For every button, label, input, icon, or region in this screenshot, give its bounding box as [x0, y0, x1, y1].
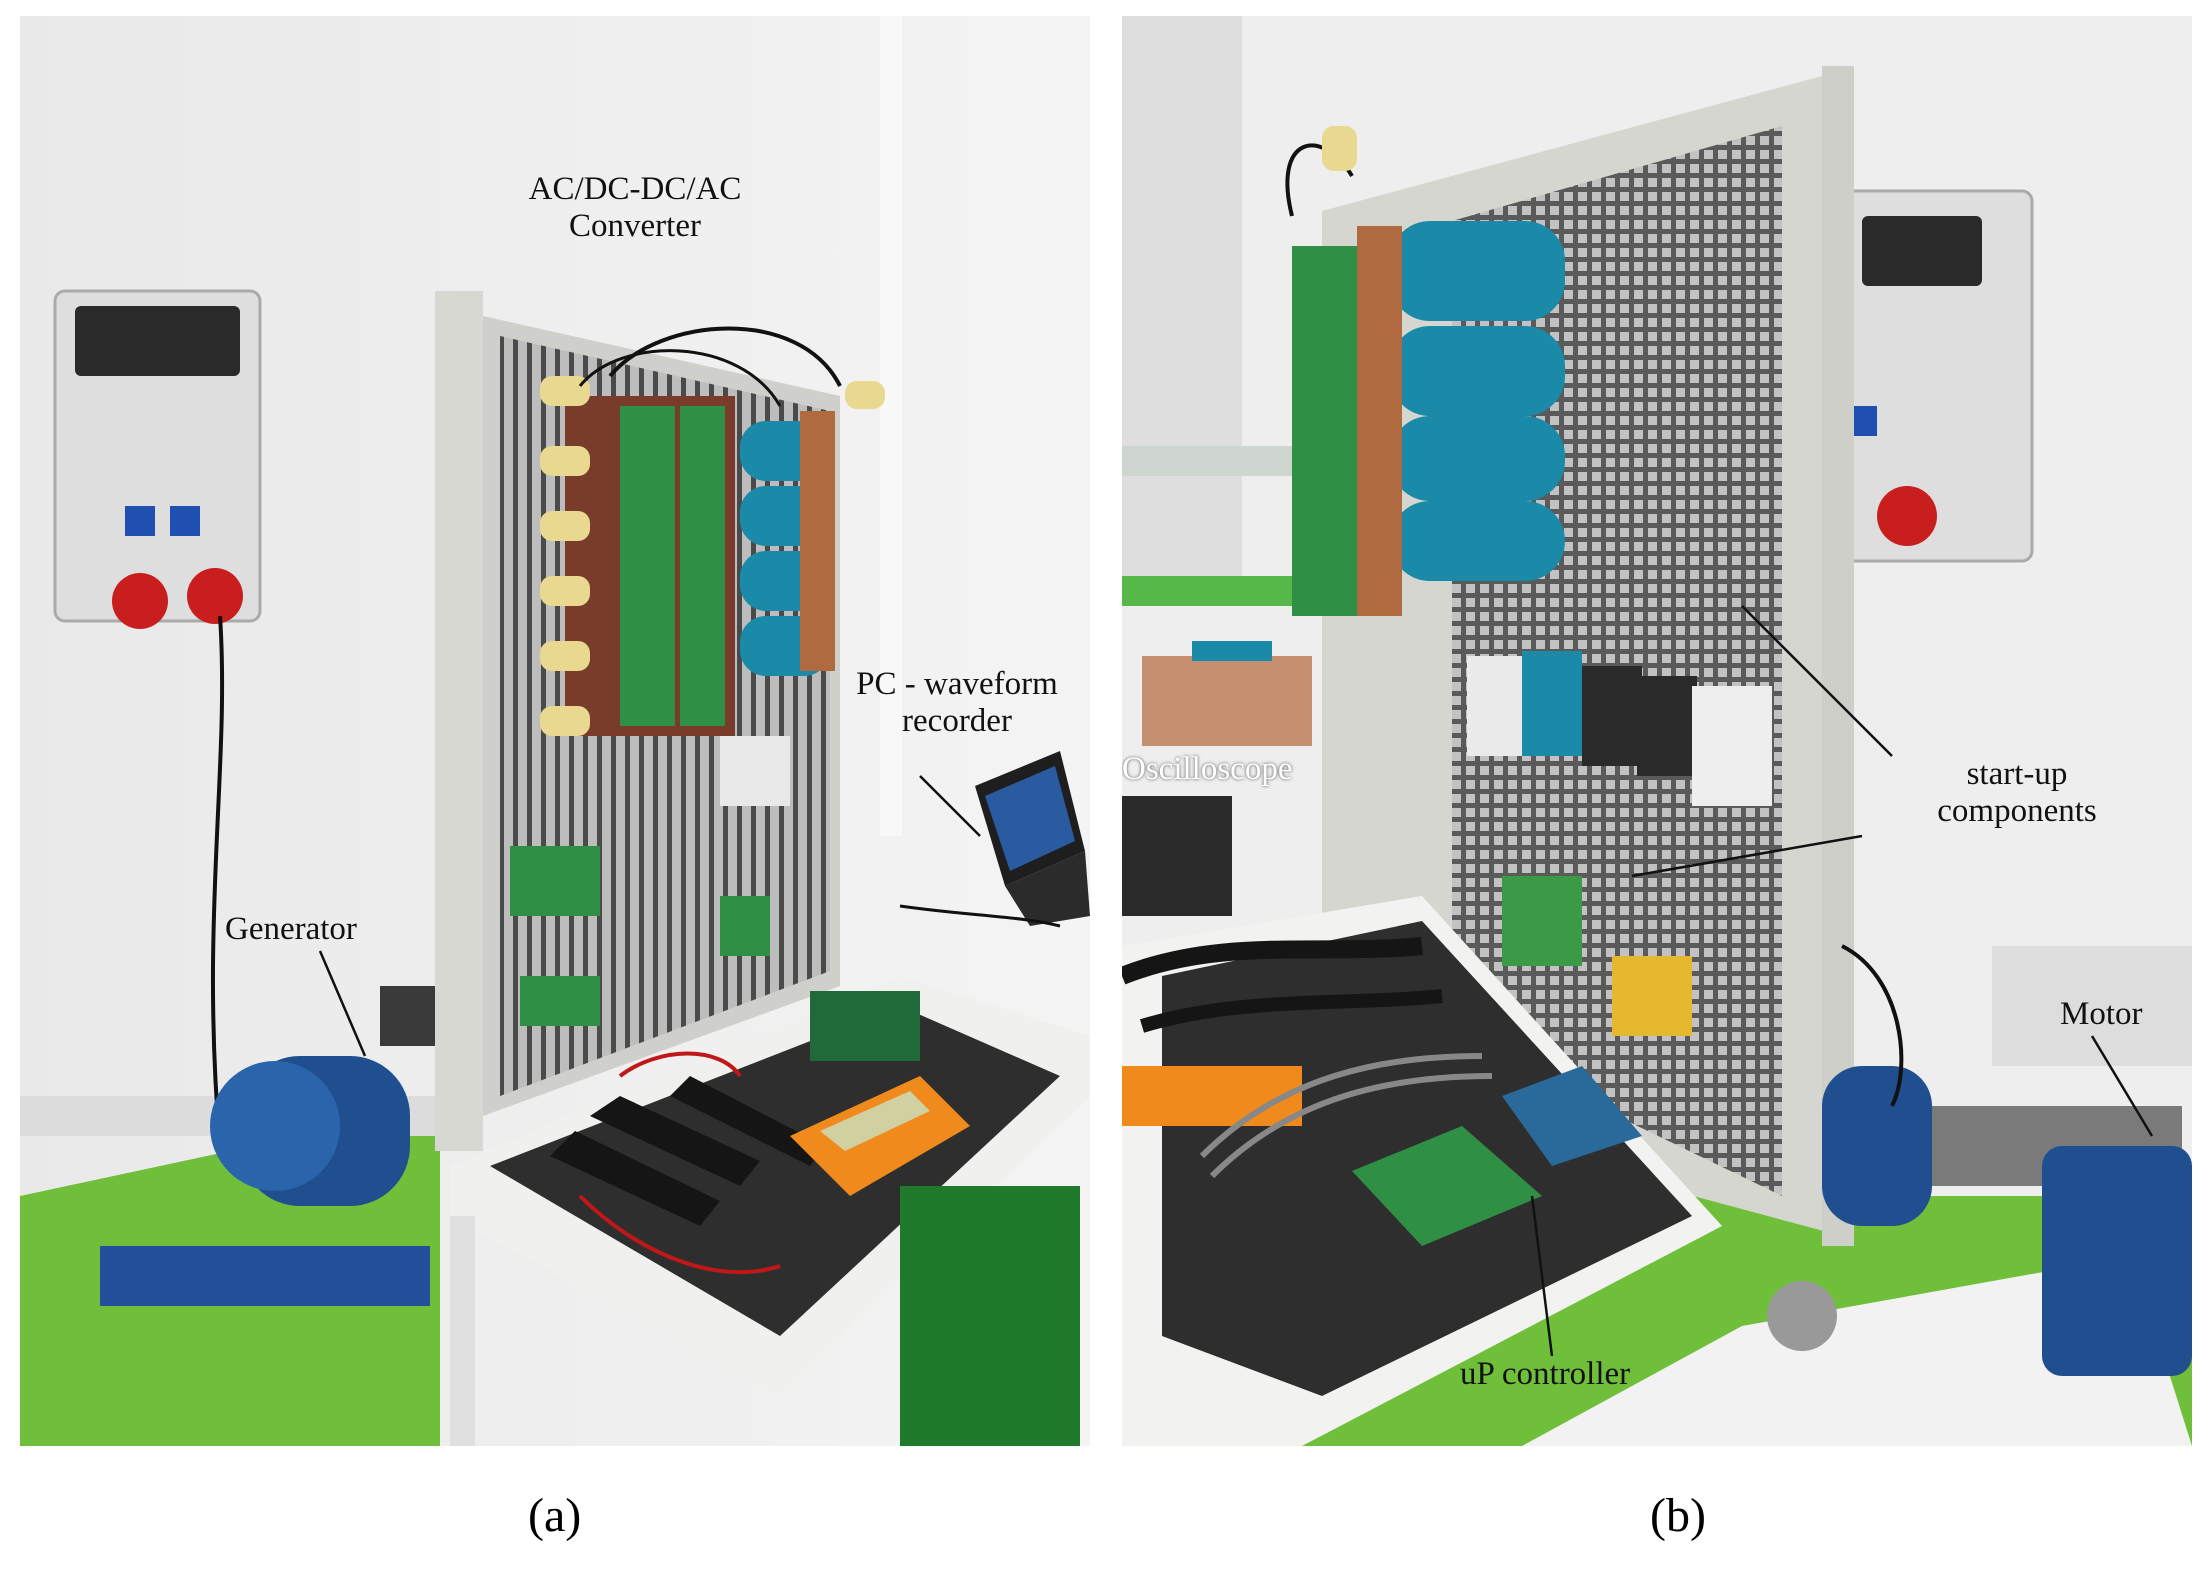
label-pc-line-1: PC - waveform	[856, 666, 1058, 702]
label-pc-line-2: recorder	[902, 702, 1012, 739]
label-up-controller: uP controller	[1460, 1356, 1631, 1392]
label-startup-line-2: components	[1937, 792, 2097, 829]
label-motor: Motor	[2060, 996, 2143, 1032]
label-pc-waveform-recorder: PC - waveform recorder	[832, 666, 1082, 740]
label-start-up-components: start-up components	[1892, 756, 2142, 830]
label-ac-dc-dc-ac-converter: AC/DC-DC/AC Converter	[510, 171, 760, 245]
photo-panel-a: AC/DC-DC/AC Converter PC - waveform reco…	[20, 16, 1090, 1446]
label-oscilloscope: Oscilloscope	[1122, 751, 1293, 787]
label-converter-line-1: AC/DC-DC/AC	[528, 171, 742, 207]
test-bench-photo-b	[1122, 16, 2192, 1446]
test-bench-photo-a	[20, 16, 1090, 1446]
photo-panel-b: Oscilloscope start-up components Motor u…	[1122, 16, 2192, 1446]
label-startup-line-1: start-up	[1966, 756, 2068, 792]
label-converter-line-2: Converter	[569, 207, 701, 244]
caption-b: (b)	[1650, 1489, 1706, 1542]
label-generator: Generator	[225, 911, 357, 947]
caption-a: (a)	[528, 1489, 582, 1542]
